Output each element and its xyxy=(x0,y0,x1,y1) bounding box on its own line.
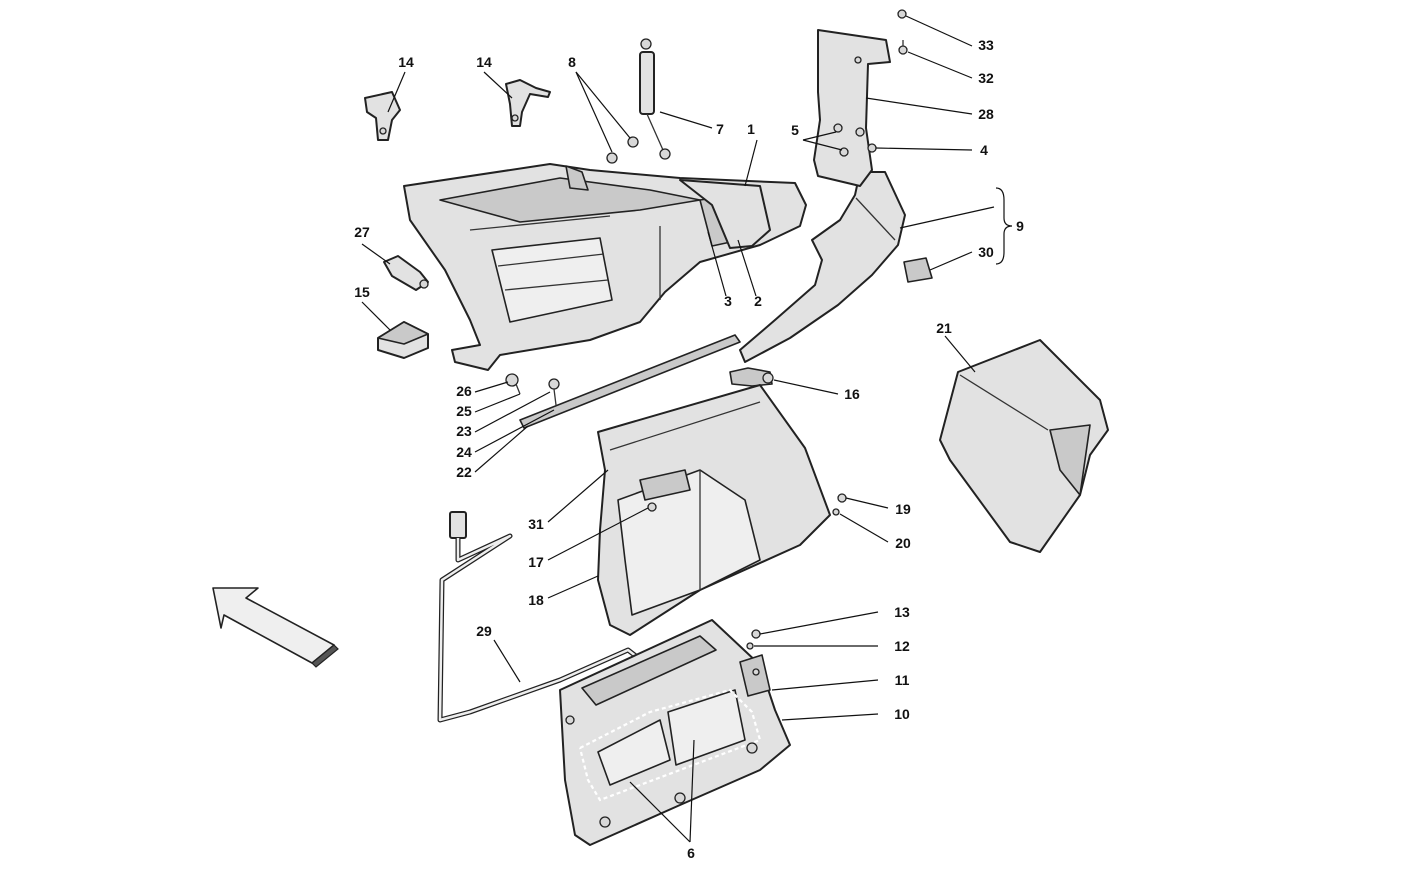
callout-21: 21 xyxy=(936,320,952,336)
callout-2: 2 xyxy=(754,293,762,309)
liner-part-21 xyxy=(939,339,1109,553)
callout-4: 4 xyxy=(980,142,988,158)
callout-11: 11 xyxy=(895,672,910,688)
callout-28: 28 xyxy=(978,106,994,122)
gas-strut-part-7 xyxy=(639,38,671,160)
spring-part-12 xyxy=(746,642,754,650)
nut-part-13 xyxy=(751,629,761,639)
callout-10: 10 xyxy=(894,706,910,722)
callout-26: 26 xyxy=(456,383,472,399)
screw-part-19 xyxy=(837,493,847,503)
callout-14-left: 14 xyxy=(398,54,414,70)
callout-22: 22 xyxy=(456,464,472,480)
callout-1: 1 xyxy=(747,121,755,137)
forward-arrow-icon xyxy=(212,587,339,668)
glovebox-housing-part-1 xyxy=(403,163,807,371)
callout-33: 33 xyxy=(978,37,994,53)
callout-15: 15 xyxy=(354,284,370,300)
callout-31: 31 xyxy=(528,516,544,532)
callout-29: 29 xyxy=(476,623,492,639)
callout-16: 16 xyxy=(844,386,860,402)
fastener-part-26 xyxy=(505,373,521,395)
bracket-part-14-right xyxy=(505,79,551,127)
rail-part-22 xyxy=(519,334,741,429)
cable-part-29 xyxy=(437,511,682,723)
callout-17: 17 xyxy=(528,554,544,570)
leader-lines xyxy=(361,15,1013,843)
washer-part-20 xyxy=(832,508,840,516)
hinge-part-16 xyxy=(729,367,774,387)
callout-24: 24 xyxy=(456,444,472,460)
side-panel-part-9 xyxy=(739,171,906,363)
callout-12: 12 xyxy=(894,638,910,654)
callout-32: 32 xyxy=(978,70,994,86)
callout-23: 23 xyxy=(456,423,472,439)
bracket-part-28 xyxy=(813,29,891,187)
callout-5: 5 xyxy=(791,122,799,138)
bracket-part-14-left xyxy=(364,91,401,141)
nut-part-8 xyxy=(606,136,639,164)
callout-30: 30 xyxy=(978,244,994,260)
callout-25: 25 xyxy=(456,403,472,419)
callout-13: 13 xyxy=(894,604,910,620)
callout-20: 20 xyxy=(895,535,911,551)
lamp-part-15 xyxy=(377,321,429,359)
callout-3: 3 xyxy=(724,293,732,309)
glovebox-door-part-10 xyxy=(559,619,791,846)
screw-part-4 xyxy=(867,143,877,153)
callout-19: 19 xyxy=(895,501,911,517)
callout-27: 27 xyxy=(354,224,370,240)
callout-6: 6 xyxy=(687,845,695,861)
switch-part-27 xyxy=(383,255,429,291)
glovebox-bin-part-18 xyxy=(597,384,831,636)
screw-part-33 xyxy=(897,9,907,19)
latch-part-11 xyxy=(739,654,771,697)
callout-14-right: 14 xyxy=(476,54,492,70)
screw-part-32 xyxy=(898,40,908,55)
callout-7: 7 xyxy=(716,121,724,137)
callout-8: 8 xyxy=(568,54,576,70)
callout-labels: 1 2 3 4 5 6 7 8 9 10 11 12 13 14 14 15 1… xyxy=(354,37,1024,861)
callout-9: 9 xyxy=(1016,218,1024,234)
callout-18: 18 xyxy=(528,592,544,608)
label-plate-part-30 xyxy=(903,257,933,283)
